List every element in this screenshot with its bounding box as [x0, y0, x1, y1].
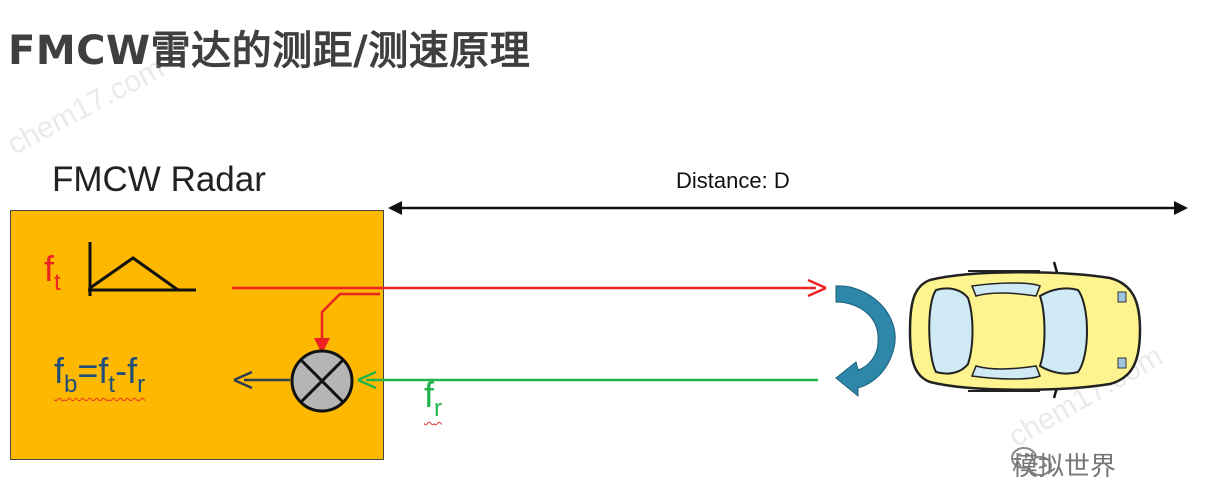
- footer-brand: 模拟世界: [1012, 452, 1117, 482]
- mixer-icon: [290, 349, 354, 413]
- fr-sub: r: [434, 395, 443, 422]
- fb-sub-b: b: [64, 371, 78, 398]
- transmit-signal-line: [232, 278, 827, 298]
- chirp-waveform-icon: [88, 242, 196, 296]
- fr-base: f: [424, 374, 435, 415]
- fb-eq: =f: [77, 350, 109, 391]
- ft-base: f: [44, 248, 55, 289]
- distance-arrow: [388, 201, 1188, 215]
- fb-sub-r: r: [137, 371, 146, 398]
- wechat-icon: [1011, 447, 1052, 476]
- fb-sub-t: t: [108, 371, 116, 398]
- fb-minus: -f: [115, 350, 138, 391]
- radar-label: FMCW Radar: [52, 160, 266, 199]
- page-title: FMCW雷达的测距/测速原理: [8, 28, 531, 74]
- receive-signal-line: [357, 370, 818, 390]
- distance-label: Distance: D: [676, 168, 790, 193]
- beat-output-arrow: [233, 370, 290, 390]
- fb-prefix: f: [54, 350, 65, 391]
- ft-sub: t: [54, 269, 61, 296]
- transmit-branch-line: [314, 292, 380, 354]
- receive-frequency-label: fr: [424, 374, 442, 423]
- reflection-arrow-icon: [835, 285, 896, 398]
- beat-frequency-equation: fb=ft-fr: [54, 350, 145, 399]
- car-icon: [908, 261, 1142, 399]
- transmit-frequency-label: ft: [44, 248, 61, 297]
